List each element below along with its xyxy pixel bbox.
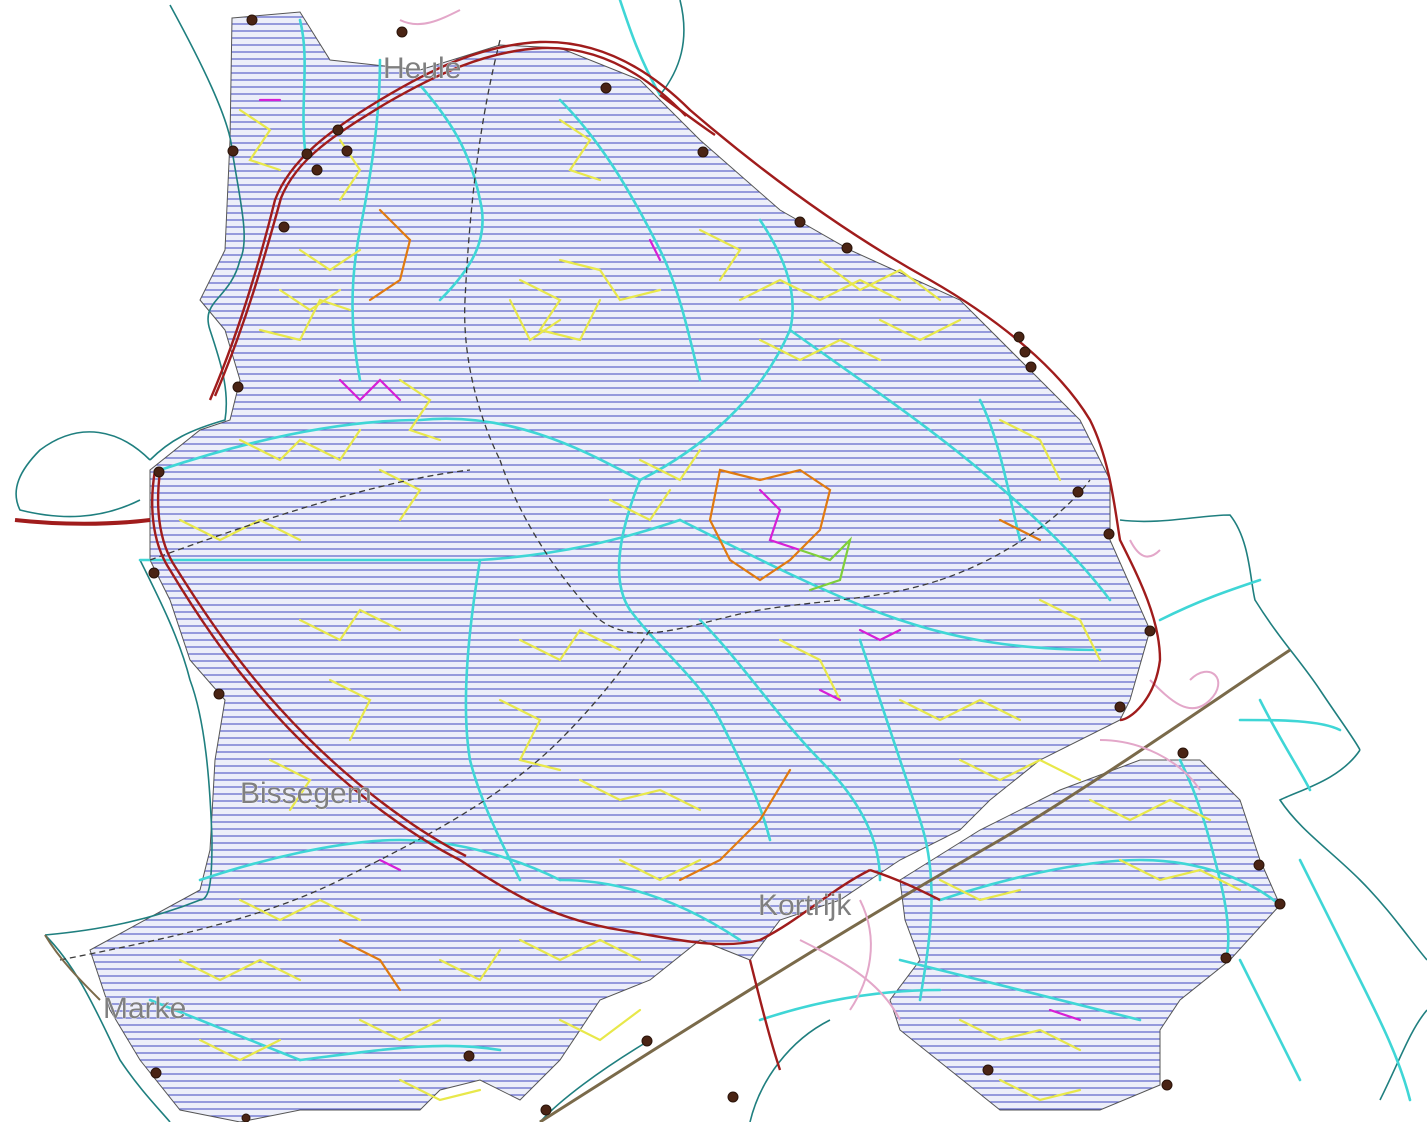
node-marker[interactable] [697, 146, 709, 158]
zone-areas [89, 11, 1281, 1122]
node-marker[interactable] [332, 124, 344, 136]
node-marker[interactable] [278, 221, 290, 233]
node-marker[interactable] [1114, 701, 1126, 713]
node-marker[interactable] [153, 466, 165, 478]
node-marker[interactable] [600, 82, 612, 94]
place-label-kortrijk: Kortrijk [758, 889, 852, 922]
node-marker[interactable] [641, 1035, 653, 1047]
node-marker[interactable] [1274, 898, 1286, 910]
node-marker[interactable] [227, 145, 239, 157]
node-marker[interactable] [727, 1091, 739, 1103]
node-marker[interactable] [1144, 625, 1156, 637]
local-roads [178, 108, 1242, 1102]
place-label-heule: Heule [383, 52, 461, 85]
node-marker[interactable] [1161, 1079, 1173, 1091]
node-marker[interactable] [241, 1113, 251, 1122]
nodes [148, 14, 1286, 1122]
node-marker[interactable] [148, 567, 160, 579]
node-marker[interactable] [540, 1104, 552, 1116]
node-marker[interactable] [1253, 859, 1265, 871]
node-marker[interactable] [794, 216, 806, 228]
node-marker[interactable] [982, 1064, 994, 1076]
node-marker[interactable] [1177, 747, 1189, 759]
node-marker[interactable] [1019, 346, 1031, 358]
node-marker[interactable] [1013, 331, 1025, 343]
node-marker[interactable] [1025, 361, 1037, 373]
node-marker[interactable] [341, 145, 353, 157]
place-label-bissegem: Bissegem [240, 777, 372, 810]
node-marker[interactable] [150, 1067, 162, 1079]
node-marker[interactable] [841, 242, 853, 254]
interchanges [399, 9, 1220, 1021]
place-labels: Heule Bissegem Kortrijk Marke [103, 52, 853, 1026]
node-marker[interactable] [463, 1050, 475, 1062]
node-marker[interactable] [1103, 528, 1115, 540]
node-marker[interactable] [1072, 486, 1084, 498]
main-roads [138, 0, 1412, 1102]
node-marker[interactable] [213, 688, 225, 700]
node-marker[interactable] [311, 164, 323, 176]
place-label-marke: Marke [103, 992, 186, 1025]
node-marker[interactable] [301, 148, 313, 160]
main-railway [44, 648, 1291, 1122]
node-marker[interactable] [1220, 952, 1232, 964]
centre-roads [258, 98, 1082, 1022]
node-marker[interactable] [232, 381, 244, 393]
node-marker[interactable] [246, 14, 258, 26]
node-marker[interactable] [396, 26, 408, 38]
